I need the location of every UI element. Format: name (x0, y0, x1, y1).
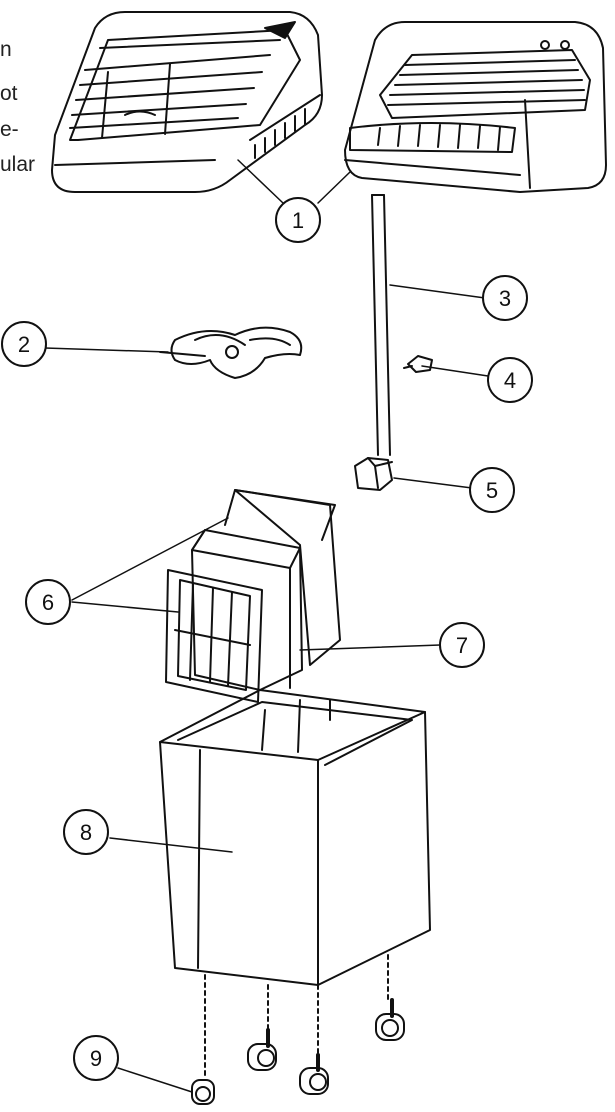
caster-wheels-part (191, 954, 405, 1105)
callout-circles (1, 197, 533, 1081)
callout-circle-3 (482, 275, 528, 321)
float-block-part (354, 457, 393, 491)
clipped-text-line-4: ular (0, 153, 36, 176)
callout-label-9: 9 (90, 1046, 102, 1071)
clipped-text-line-1: n (0, 38, 12, 61)
callout-label-8: 8 (80, 820, 92, 845)
callout-label-5: 5 (486, 478, 498, 503)
callout-label-2: 2 (18, 332, 30, 357)
clipped-text-line-3: e- (0, 118, 19, 141)
top-cover-left-part (51, 11, 323, 193)
filter-frame-part (165, 489, 341, 703)
callout-label-6: 6 (42, 590, 54, 615)
callout-circle-8 (63, 809, 109, 855)
caster-center-right (299, 1053, 329, 1095)
leader-lines (44, 159, 489, 1093)
callout-circle-5 (469, 467, 515, 513)
water-tank-part (159, 689, 431, 986)
callout-circle-9 (73, 1035, 119, 1081)
caster-center-left (247, 1028, 277, 1071)
callout-circle-7 (439, 622, 485, 668)
callout-label-7: 7 (456, 633, 468, 658)
callout-circle-4 (487, 357, 533, 403)
callout-circle-2 (1, 321, 47, 367)
caster-front-left (191, 1079, 215, 1105)
callout-circle-1 (275, 197, 321, 243)
callout-circle-6 (25, 579, 71, 625)
callout-numbers: 1 2 3 4 5 6 7 8 9 (18, 208, 516, 1071)
caster-back-right (375, 998, 405, 1041)
top-housing-right-part (344, 21, 607, 193)
callout-label-4: 4 (504, 368, 516, 393)
rod-part (371, 194, 391, 456)
callout-label-1: 1 (292, 208, 304, 233)
fan-blade-part (159, 326, 303, 379)
connector-part (403, 355, 433, 373)
clipped-text-line-2: ot (0, 82, 18, 105)
callout-label-3: 3 (499, 286, 511, 311)
